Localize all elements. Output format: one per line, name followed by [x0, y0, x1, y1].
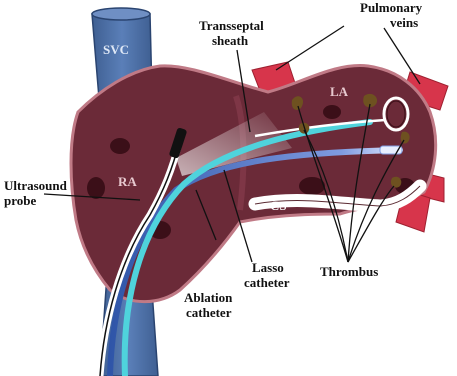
transseptal-sheath-label: Transseptal sheath: [199, 18, 267, 48]
thrombus-label: Thrombus: [320, 264, 378, 279]
pulmonary-veins-label: Pulmonary veins: [360, 0, 425, 30]
thrombus-blob-5: [391, 177, 401, 188]
svc-opening: [92, 8, 150, 20]
cs-label: CS: [270, 198, 287, 213]
chamber-shadow-2: [87, 177, 105, 199]
la-label: LA: [330, 84, 349, 99]
chamber-shadow-6: [323, 105, 341, 119]
svc-label: SVC: [103, 42, 129, 57]
ra-label: RA: [118, 174, 137, 189]
chamber-shadow-1: [110, 138, 130, 154]
lasso-catheter-label: Lasso catheter: [244, 260, 290, 290]
ultrasound-probe-label: Ultrasound probe: [4, 178, 70, 208]
ablation-catheter-label: Ablation catheter: [184, 290, 236, 320]
